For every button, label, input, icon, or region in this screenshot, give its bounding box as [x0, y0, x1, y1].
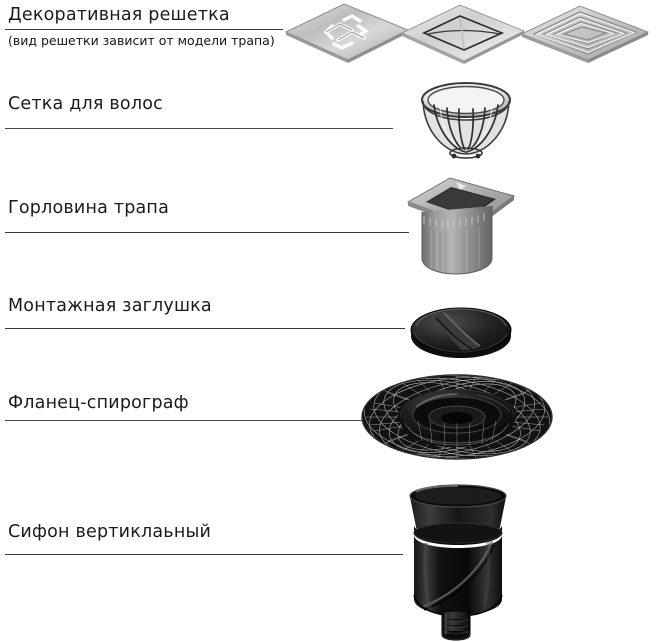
part-label-text: Горловина трапа — [8, 198, 169, 218]
square-grate-icon-maze — [282, 2, 412, 68]
label-rule — [5, 420, 365, 421]
label-rule — [5, 554, 403, 555]
part-sublabel-text: (вид решетки зависит от модели трапа) — [8, 33, 275, 48]
vertical-siphon-icon — [396, 483, 528, 642]
part-label-text: Монтажная заглушка — [8, 296, 212, 316]
part-label-text: Сифон вертиклаьный — [8, 522, 212, 542]
square-grate-icon-plain — [398, 3, 528, 69]
label-rule — [5, 128, 393, 129]
square-grate-icon-concentric — [518, 4, 654, 70]
label-rule — [5, 328, 405, 329]
part-label-text: Фланец-спирограф — [8, 393, 189, 413]
label-rule — [5, 29, 283, 30]
trap-neck-cylinder-icon — [404, 172, 518, 282]
part-label-text: Сетка для волос — [8, 94, 163, 114]
spirograph-flange-icon — [358, 371, 556, 471]
hair-strainer-basket-icon — [414, 78, 518, 166]
label-rule — [5, 232, 409, 233]
part-label-text: Декоративная решетка — [8, 5, 230, 25]
round-cap-plug-icon — [406, 300, 516, 368]
